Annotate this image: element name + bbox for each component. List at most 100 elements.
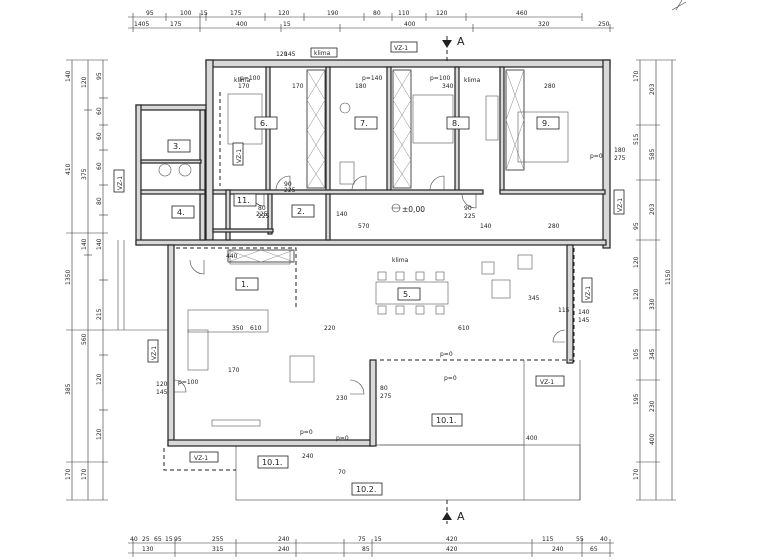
inner-22: 80 <box>258 205 266 212</box>
inner-34: p=100 <box>178 379 198 386</box>
inner-31: 115 <box>558 307 570 314</box>
dim-bottom1-8: 15 <box>374 536 382 543</box>
dim-bottom1-4: 95 <box>174 536 182 543</box>
vz-tags: VZ-1 VZ-1 VZ-1 VZ-1 VZ-1 VZ-1 VZ-1 VZ-1 <box>113 41 625 463</box>
inner-6: p=140 <box>362 75 382 82</box>
dim-top1-2: 15 <box>200 10 208 17</box>
inner-18: 140 <box>480 223 492 230</box>
inner-11: 225 <box>284 187 296 194</box>
vz-tag-bottom: VZ-1 <box>194 455 208 462</box>
inner-5: 180 <box>355 83 367 90</box>
inner-44: 170 <box>228 367 240 374</box>
dim-top1-7: 110 <box>398 10 410 17</box>
vz-tag-left-mid: VZ-1 <box>151 346 158 360</box>
klima-tag-1: klima <box>314 50 331 57</box>
level-label: ±0,00 <box>402 205 425 214</box>
dim-bottom1-3: 15 <box>165 536 173 543</box>
dim-top1-3: 175 <box>230 10 242 17</box>
dim-bottom1-1: 25 <box>142 536 150 543</box>
inner-21: 280 <box>548 223 560 230</box>
dim-right1-4: 515 <box>633 133 640 145</box>
vz-tag-inner: VZ-1 <box>236 149 243 163</box>
dim-bottom1-2: 65 <box>154 536 162 543</box>
vz-tag-right-top: VZ-1 <box>617 198 624 212</box>
dim-left2-2: 560 <box>81 333 88 345</box>
inner-46: 70 <box>338 469 346 476</box>
dim-left2-3: 385 <box>65 383 72 395</box>
inner-42: 240 <box>302 453 314 460</box>
dim-left1-4: 60 <box>96 132 103 140</box>
inner-13: 275 <box>614 155 626 162</box>
room-4: 4. <box>177 208 185 217</box>
dim-top1-0: 95 <box>146 10 154 17</box>
inner-12: 180 <box>614 147 626 154</box>
dim-top1-5: 190 <box>327 10 339 17</box>
dim-bottom1-7: 75 <box>358 536 366 543</box>
dim-left3-1: 375 <box>81 168 88 180</box>
inner-8: 340 <box>442 83 454 90</box>
inner-16: 225 <box>256 211 268 218</box>
dim-bottom1-9: 420 <box>446 536 458 543</box>
inner-20: 225 <box>464 213 476 220</box>
vz-tag-top: VZ-1 <box>394 45 408 52</box>
dim-left3-2: 140 <box>81 238 88 250</box>
inner-45: p=0 <box>336 435 349 442</box>
vz-tag-right-bottom: VZ-1 <box>540 379 554 386</box>
inner-annotations: p=100 170 170 120 145 180 p=140 p=100 34… <box>156 51 626 476</box>
dim-bottom2-6: 65 <box>590 546 598 553</box>
dim-right2-7: 400 <box>649 433 656 445</box>
vz-tag-right-mid: VZ-1 <box>585 286 592 300</box>
room-2: 2. <box>297 207 305 216</box>
inner-4: 145 <box>284 51 296 58</box>
dim-right2-6: 230 <box>649 400 656 412</box>
dim-right1-9: 120 <box>633 288 640 300</box>
inner-29: 140 <box>578 309 590 316</box>
inner-43: p=0 <box>444 375 457 382</box>
klima-tag-2: klima <box>234 77 251 84</box>
inner-10: 90 <box>284 181 292 188</box>
inner-2: 170 <box>292 83 304 90</box>
dim-left2-1: 1350 <box>65 270 72 285</box>
inner-32: 120 <box>156 381 168 388</box>
dim-left1-1: 120 <box>81 76 88 88</box>
inner-24: 440 <box>226 253 238 260</box>
inner-33: 145 <box>156 389 168 396</box>
inner-14: p=0 <box>590 153 603 160</box>
dim-top1-8: 120 <box>436 10 448 17</box>
inner-40: 610 <box>250 325 262 332</box>
inner-37: 80 <box>380 385 388 392</box>
dim-bottom1-10: 115 <box>542 536 554 543</box>
dim-right1-6: 95 <box>633 222 640 230</box>
dim-left2-0: 410 <box>65 163 72 175</box>
room-5: 5. <box>403 290 411 299</box>
inner-17: 570 <box>358 223 370 230</box>
dim-top2-5: 320 <box>538 21 550 28</box>
exterior-walls <box>135 59 611 447</box>
dim-top2-4: 400 <box>404 21 416 28</box>
inner-27: 220 <box>324 325 336 332</box>
dim-top2-3: 15 <box>283 21 291 28</box>
dim-left1-11: 140 <box>96 238 103 250</box>
dim-right1-11: 195 <box>633 393 640 405</box>
inner-35: 230 <box>336 395 348 402</box>
room-6: 6. <box>260 119 268 128</box>
section-marker-top: A <box>442 35 465 62</box>
dim-top1-6: 80 <box>373 10 381 17</box>
dim-left1-12: 215 <box>96 308 103 320</box>
dim-right2-1: 203 <box>649 83 656 95</box>
section-label-top: A <box>457 35 465 48</box>
terrace-outline <box>108 240 581 501</box>
dim-top2-1: 175 <box>170 21 182 28</box>
dim-bottom1-5: 255 <box>212 536 224 543</box>
dim-left1-8: 80 <box>96 197 103 205</box>
dim-left1-13: 120 <box>96 373 103 385</box>
inner-0: p=100 <box>240 75 260 82</box>
inner-19: 90 <box>464 205 472 212</box>
room-3: 3. <box>173 142 181 151</box>
dim-right2-4: 330 <box>649 298 656 310</box>
dim-bottom2-0: 130 <box>142 546 154 553</box>
dim-left1-14: 120 <box>96 428 103 440</box>
dim-right3-0: 1150 <box>665 270 672 285</box>
dim-top2-0: 1405 <box>134 21 149 28</box>
klima-tag-4: klima <box>392 257 409 264</box>
